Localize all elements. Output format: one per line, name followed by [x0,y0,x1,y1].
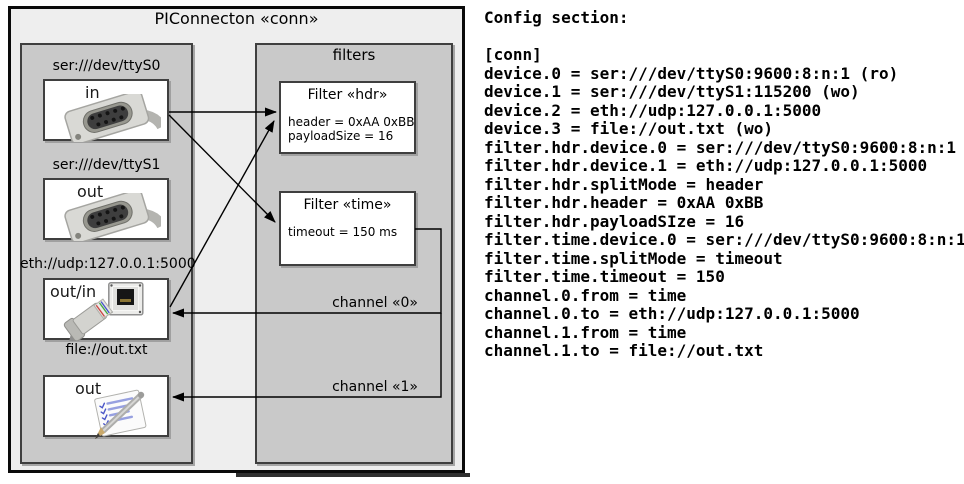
device-box-ttyS1: out [43,178,169,241]
device-port-label: out [77,182,104,201]
device-port-label: out [75,379,102,398]
device-label-file: file://out.txt [65,342,148,358]
device-box-eth: out/in [43,278,169,341]
filter-time-title: Filter «time» [303,197,392,213]
device-box-ttyS0: in [43,79,169,142]
device-box-file: out [43,375,169,439]
filter-hdr-params: header = 0xAA 0xBB payloadSize = 16 [288,115,415,143]
device-port-label: out/in [50,282,97,301]
device-label-ttyS1: ser:///dev/ttyS1 [52,157,161,173]
serial-connector-icon [64,94,161,142]
connector-title: PIConnecton «conn» [154,9,319,28]
ethernet-jack-icon [108,282,144,316]
filter-time-box: Filter «time» timeout = 150 ms [279,191,416,266]
ethernet-plug-icon [63,298,114,341]
filter-hdr-box: Filter «hdr» header = 0xAA 0xBB payloadS… [279,81,416,154]
channel-0-label: channel «0» [332,295,418,311]
filter-time-params: timeout = 150 ms [288,225,398,239]
device-port-label: in [85,83,100,102]
notepad-pencil-icon [94,389,147,439]
filters-group-title: filters [332,46,376,64]
device-label-ttyS0: ser:///dev/ttyS0 [52,58,161,74]
device-label-eth: eth://udp:127.0.0.1:5000 [20,256,196,272]
serial-connector-icon [64,193,161,241]
frame-shadow [236,473,470,477]
config-section-text: Config section: [conn] device.0 = ser://… [484,8,964,360]
channel-1-label: channel «1» [332,379,418,395]
filter-hdr-title: Filter «hdr» [307,87,388,103]
